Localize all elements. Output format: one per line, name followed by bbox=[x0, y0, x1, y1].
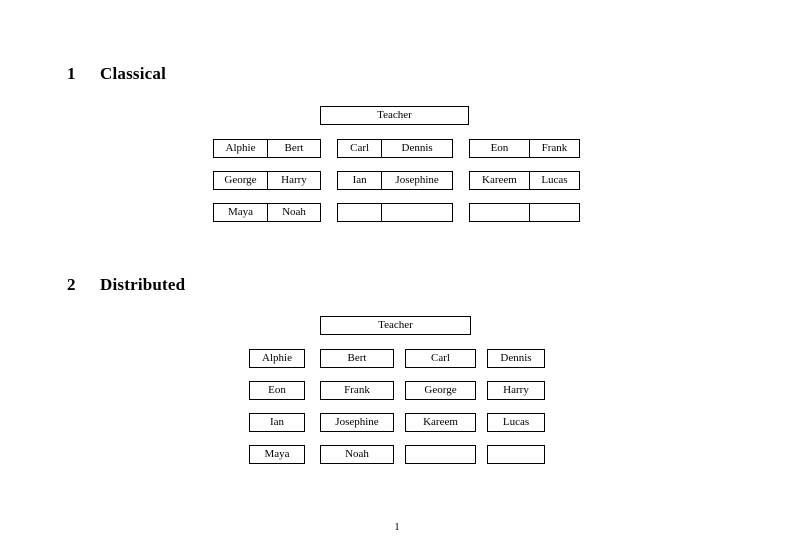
table-row: Kareem Lucas bbox=[469, 171, 580, 190]
cell-name: Ian bbox=[352, 174, 367, 186]
name-box: George bbox=[405, 381, 476, 400]
table-row: Carl Dennis bbox=[337, 139, 453, 158]
cell-name: Dennis bbox=[381, 140, 452, 157]
section-title: Classical bbox=[100, 64, 167, 83]
section-heading-classical: 1 Classical bbox=[67, 64, 166, 84]
cell-name: Carl bbox=[350, 142, 370, 154]
cell-name: Kareem bbox=[482, 174, 517, 186]
name-box: Bert bbox=[320, 349, 394, 368]
cell-name: Eon bbox=[490, 142, 509, 154]
name-box: Maya bbox=[249, 445, 305, 464]
name-box: Eon bbox=[249, 381, 305, 400]
section-heading-distributed: 2 Distributed bbox=[67, 275, 185, 295]
name-box: Lucas bbox=[487, 413, 545, 432]
name-box-empty bbox=[487, 445, 545, 464]
table-row: Ian Josephine bbox=[337, 171, 453, 190]
name-box: Harry bbox=[487, 381, 545, 400]
table-row bbox=[337, 203, 453, 222]
section-number: 2 bbox=[67, 275, 76, 294]
table-row bbox=[469, 203, 580, 222]
cell-name: Noah bbox=[266, 204, 320, 221]
page-number: 1 bbox=[394, 521, 400, 533]
name-box: Carl bbox=[405, 349, 476, 368]
teacher-box-distributed: Teacher bbox=[320, 316, 471, 335]
table-row: Maya Noah bbox=[213, 203, 321, 222]
section-title: Distributed bbox=[100, 275, 186, 294]
cell-name-empty bbox=[470, 204, 529, 221]
cell-name: Alphie bbox=[225, 142, 256, 154]
cell-name: Maya bbox=[227, 206, 254, 218]
table-row: Alphie Bert bbox=[213, 139, 321, 158]
name-box: Kareem bbox=[405, 413, 476, 432]
cell-name-empty bbox=[528, 204, 579, 221]
table-row: George Harry bbox=[213, 171, 321, 190]
name-box: Dennis bbox=[487, 349, 545, 368]
cell-name: Frank bbox=[528, 140, 579, 157]
cell-name: Harry bbox=[266, 172, 320, 189]
cell-name: Lucas bbox=[528, 172, 579, 189]
cell-name: Bert bbox=[266, 140, 320, 157]
cell-name-empty bbox=[338, 204, 381, 221]
section-number: 1 bbox=[67, 64, 76, 83]
name-box: Alphie bbox=[249, 349, 305, 368]
cell-name-empty bbox=[381, 204, 452, 221]
cell-name: Josephine bbox=[381, 172, 452, 189]
table-row: Eon Frank bbox=[469, 139, 580, 158]
name-box-empty bbox=[405, 445, 476, 464]
name-box: Frank bbox=[320, 381, 394, 400]
teacher-box-classical: Teacher bbox=[320, 106, 469, 125]
name-box: Ian bbox=[249, 413, 305, 432]
name-box: Noah bbox=[320, 445, 394, 464]
name-box: Josephine bbox=[320, 413, 394, 432]
cell-name: George bbox=[224, 174, 257, 186]
